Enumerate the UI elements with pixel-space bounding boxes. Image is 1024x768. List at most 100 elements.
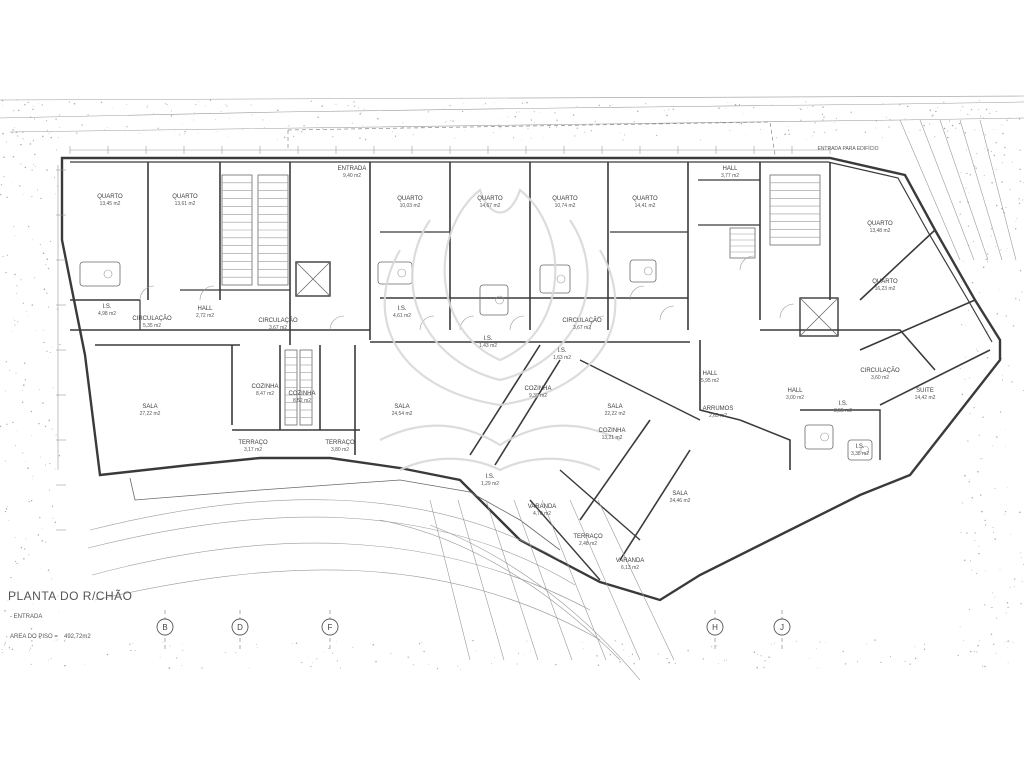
room-name: ENTRADA [338,166,367,172]
room-area: 1,63 m2 [553,355,571,361]
stair [299,349,313,426]
door-swing [199,285,215,301]
room-name: COZINHA [289,391,316,397]
radial-line [959,119,1003,261]
door-swing [329,315,345,331]
scan-noise [0,99,1024,671]
room-name: SUITE [916,388,934,394]
room-area: 9,39 m2 [529,393,547,399]
room-area: 2,72 m2 [196,313,214,319]
axis-bubble: J [773,610,791,650]
room-name: QUARTO [397,196,423,202]
room-label: I.S.4,61 m2 [393,306,411,319]
axis-label: F [328,623,333,632]
room-name: TERRAÇO [573,534,603,540]
room-area: 24,54 m2 [392,411,413,417]
room-name: HALL [722,166,738,172]
axis-label: J [780,623,784,632]
room-label: I.S.3,55 m2 [834,401,852,414]
door-swing [739,255,755,271]
radial-line [513,499,573,661]
room-area: 27,22 m2 [140,411,161,417]
room-area: 10,74 m2 [555,203,576,209]
room-area: 3,00 m2 [786,395,804,401]
lift-shaft [295,261,331,297]
axis-label: H [712,623,718,632]
door-swing [419,315,435,331]
door-swing [659,305,675,321]
room-name: COZINHA [599,428,626,434]
room-area: 4,61 m2 [393,313,411,319]
bathroom-fixture [479,284,509,316]
room-area: 3,77 m2 [721,173,739,179]
room-area: 13,21 m2 [602,435,623,441]
watermark-logo [379,188,621,472]
floor-area-value: 492,72m2 [64,634,91,640]
room-name: I.S. [838,401,847,407]
room-area: 3,38 m2 [851,451,869,457]
axis-bubble: D [231,610,249,650]
radial-line [569,499,641,661]
room-area: 13,45 m2 [100,201,121,207]
room-area: 14,41 m2 [635,203,656,209]
room-label: I.S.3,38 m2 [851,444,869,457]
room-area: 3,67 m2 [269,325,287,331]
room-area: 1,43 m2 [479,343,497,349]
bathroom-fixture [847,439,873,461]
room-area: 13,61 m2 [175,201,196,207]
room-area: 3,17 m2 [244,447,262,453]
room-name: ARRUMOS [703,406,734,412]
door-swing [509,315,525,331]
room-area: 1,29 m2 [481,481,499,487]
room-name: I.S. [483,336,492,342]
room-label: I.S.1,63 m2 [553,348,571,361]
stair [221,174,253,286]
plan-subtitle: - ENTRADA [10,614,42,620]
room-area: 13,48 m2 [870,228,891,234]
room-name: QUARTO [477,196,503,202]
axis-label: D [237,623,243,632]
room-area: 3,67 m2 [573,325,591,331]
room-area: 3,60 m2 [871,375,889,381]
bathroom-fixture [629,259,657,283]
room-area: 3,55 m2 [834,408,852,414]
room-name: TERRAÇO [325,440,355,446]
room-area: 2,65 m2 [709,413,727,419]
room-area: 14,67 m2 [480,203,501,209]
stair [257,174,289,286]
room-name: HALL [197,306,213,312]
building-outline [60,156,1002,681]
room-name: I.S. [397,306,406,312]
room-area: 24,46 m2 [670,498,691,504]
site-boundary [0,95,1024,156]
axis-label: B [162,623,167,632]
radial-line [979,119,1017,261]
room-name: QUARTO [552,196,578,202]
room-name: QUARTO [867,221,893,227]
room-label: I.S.1,29 m2 [481,474,499,487]
room-area: 22,22 m2 [605,411,626,417]
room-label: I.S.1,43 m2 [479,336,497,349]
radial-line [457,499,505,661]
room-name: CIRCULAÇÃO [562,317,602,324]
stair [284,349,298,426]
room-area: 5,95 m2 [701,378,719,384]
room-name: VARANDA [616,558,645,564]
axis-bubble: B [156,610,174,650]
